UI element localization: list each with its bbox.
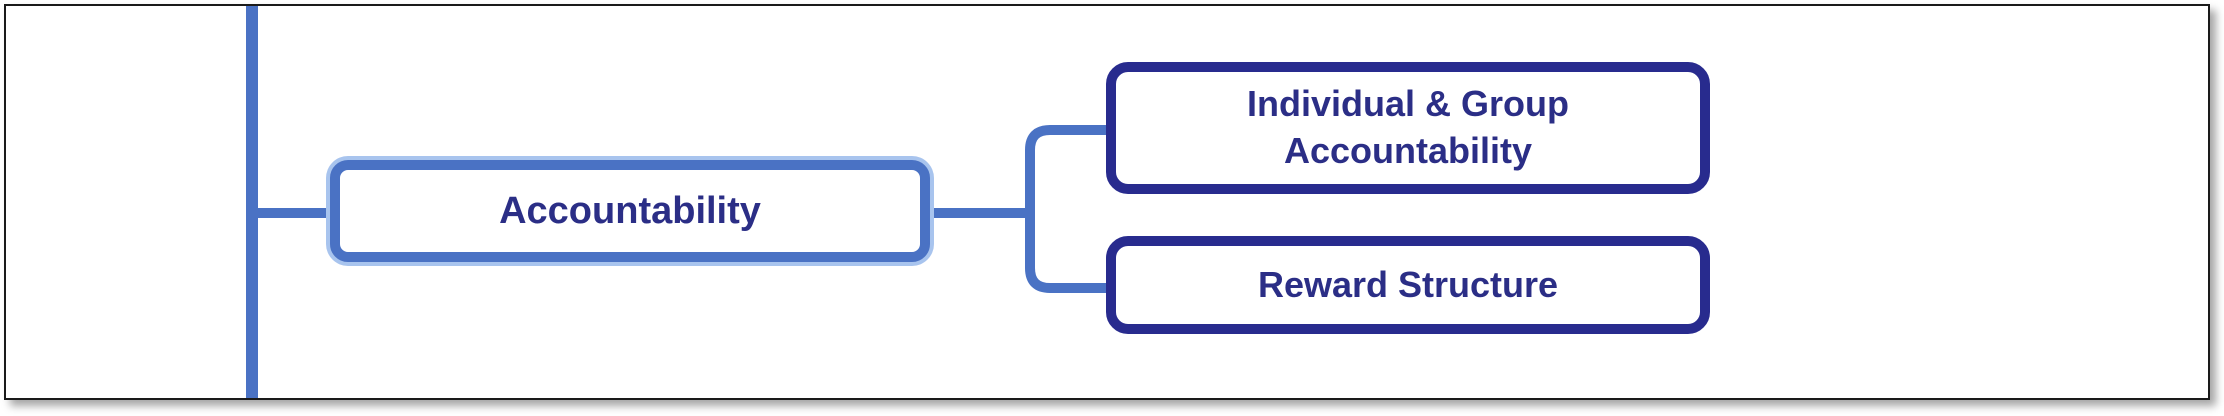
node-reward-structure[interactable]: Reward Structure xyxy=(1106,236,1710,334)
branch-to-children-connector xyxy=(1025,125,1106,293)
node-reward-structure-label: Reward Structure xyxy=(1257,263,1559,305)
node-individual-group-accountability-label: Individual & Group Accountability xyxy=(1247,83,1569,171)
node-individual-group-accountability[interactable]: Individual & Group Accountability xyxy=(1106,62,1710,194)
node-accountability[interactable]: Accountability xyxy=(330,160,930,262)
node-accountability-label: Accountability xyxy=(499,189,761,232)
